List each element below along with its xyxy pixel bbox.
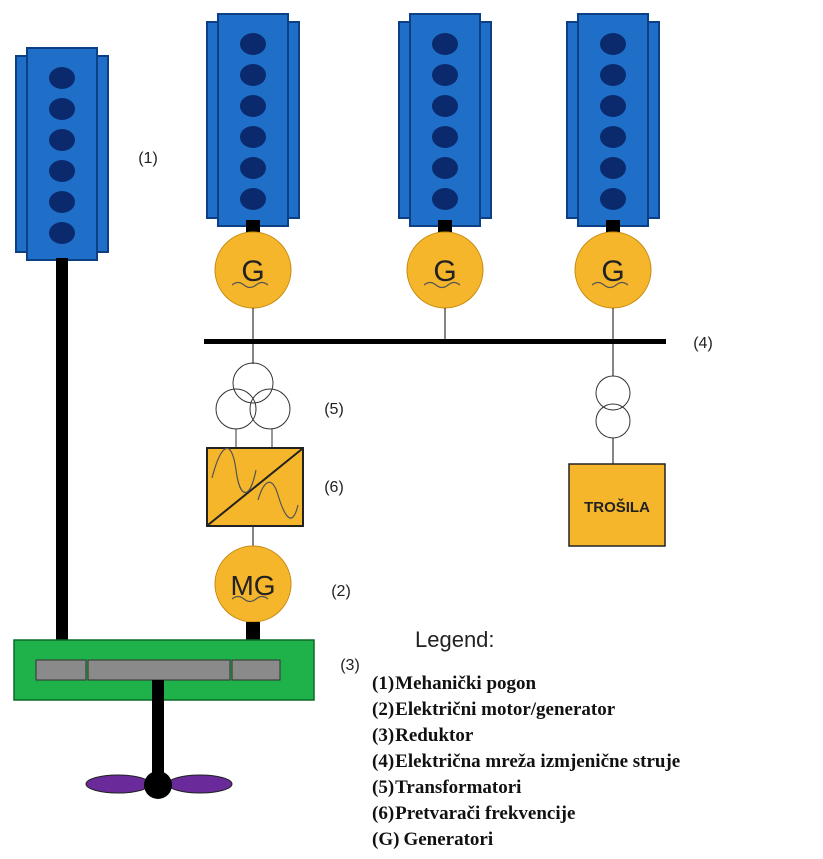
generator-engine-2 xyxy=(398,13,492,227)
propeller xyxy=(85,771,233,799)
generator-engine-1 xyxy=(206,13,300,227)
three-winding-transformer xyxy=(215,362,291,430)
legend-item-7: (G)Generatori xyxy=(372,829,493,850)
converter-label: (6) xyxy=(324,479,344,496)
engine-label: (1) xyxy=(138,150,158,167)
load-transformer xyxy=(595,375,631,439)
engine-shaft xyxy=(56,258,68,658)
generator-3-symbol: G xyxy=(601,255,624,288)
gearbox-label: (3) xyxy=(340,657,360,674)
mechanical-engine xyxy=(15,47,109,261)
generator-1-symbol: G xyxy=(241,255,264,288)
coupling-3 xyxy=(606,220,620,234)
gear-center xyxy=(87,659,231,681)
generator-engine-3 xyxy=(566,13,660,227)
bus-label: (4) xyxy=(693,335,713,352)
mg-label: (2) xyxy=(331,583,351,600)
legend-item-6: (6)Pretvarači frekvencije xyxy=(372,803,575,824)
legend-item-3: (3)Reduktor xyxy=(372,725,474,746)
gear-left xyxy=(35,659,87,681)
ac-bus xyxy=(204,339,666,344)
coupling-1 xyxy=(246,220,260,234)
legend-title: Legend: xyxy=(415,627,495,652)
generator-2-symbol: G xyxy=(433,255,456,288)
frequency-converter xyxy=(206,447,304,527)
gear-right xyxy=(231,659,281,681)
mg-symbol: MG xyxy=(230,570,275,601)
legend-item-4: (4)Električna mreža izmjenične struje xyxy=(372,751,680,772)
generator-3 xyxy=(574,231,652,309)
legend-item-5: (5)Transformatori xyxy=(372,777,521,798)
legend-list: (1)Mehanički pogon (2)Električni motor/g… xyxy=(372,673,680,850)
coupling-2 xyxy=(438,220,452,234)
transformer-label: (5) xyxy=(324,401,344,418)
propeller-shaft xyxy=(152,680,164,790)
legend-item-2: (2)Električni motor/generator xyxy=(372,699,616,720)
load-box xyxy=(568,463,666,547)
load-label: TROŠILA xyxy=(584,498,650,516)
legend-item-1: (1)Mehanički pogon xyxy=(372,673,537,694)
